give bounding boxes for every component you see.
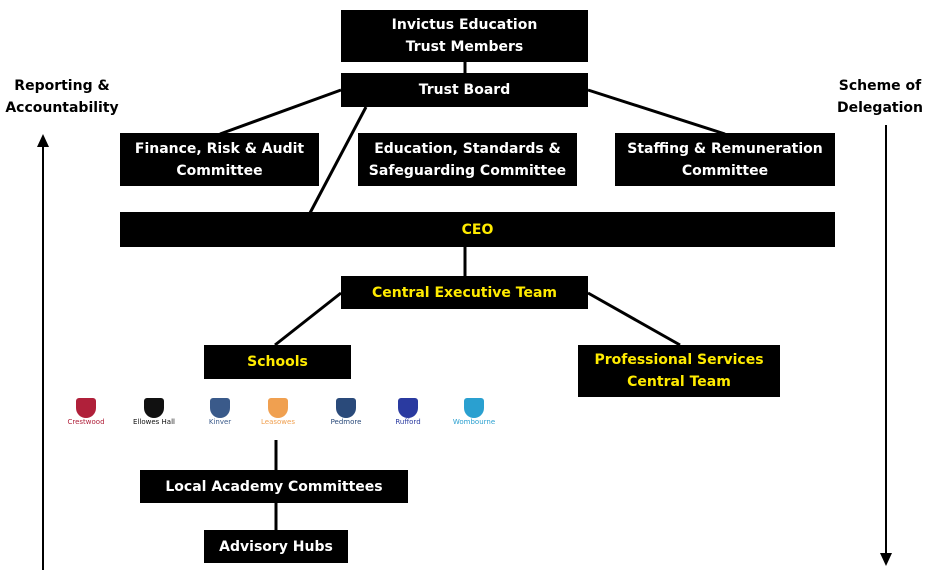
- school-crest-icon: [210, 398, 230, 418]
- arrow-down-icon: [880, 553, 892, 566]
- school-name: Rufford: [395, 418, 421, 426]
- members-box: Invictus Education Trust Members: [341, 10, 588, 62]
- school-logo-pedmore: Pedmore: [324, 392, 368, 432]
- school-logo-kinver: Kinver: [198, 392, 242, 432]
- school-logo-rufford: Rufford: [386, 392, 430, 432]
- schools-box: Schools: [204, 345, 351, 379]
- staffing-committee-box: Staffing & Remuneration Committee: [615, 133, 835, 186]
- local-academy-box: Local Academy Committees: [140, 470, 408, 503]
- school-name: Crestwood: [67, 418, 105, 426]
- school-name: Ellowes Hall: [133, 418, 175, 426]
- school-name: Wombourne: [452, 418, 496, 426]
- school-crest-icon: [144, 398, 164, 418]
- ceo-box: CEO: [120, 212, 835, 247]
- arrow-up-icon: [37, 134, 49, 147]
- education-committee-box: Education, Standards & Safeguarding Comm…: [358, 133, 577, 186]
- school-logo-wombourne: Wombourne: [452, 392, 496, 432]
- school-name: Kinver: [208, 418, 232, 426]
- school-crest-icon: [464, 398, 484, 418]
- professional-services-box: Professional Services Central Team: [578, 345, 780, 397]
- school-logo-crestwood: Crestwood: [64, 392, 108, 432]
- school-logo-ellowes-hall: Ellowes Hall: [132, 392, 176, 432]
- school-logo-leasowes: Leasowes: [256, 392, 300, 432]
- school-crest-icon: [336, 398, 356, 418]
- trust-board-box: Trust Board: [341, 73, 588, 107]
- school-crest-icon: [76, 398, 96, 418]
- finance-committee-box: Finance, Risk & Audit Committee: [120, 133, 319, 186]
- reporting-label: Reporting & Accountability: [5, 78, 119, 116]
- central-exec-box: Central Executive Team: [341, 276, 588, 309]
- school-name: Pedmore: [330, 418, 362, 426]
- school-crest-icon: [268, 398, 288, 418]
- school-name: Leasowes: [261, 418, 295, 426]
- school-crest-icon: [398, 398, 418, 418]
- delegation-label: Scheme of Delegation: [837, 78, 923, 116]
- advisory-hubs-box: Advisory Hubs: [204, 530, 348, 563]
